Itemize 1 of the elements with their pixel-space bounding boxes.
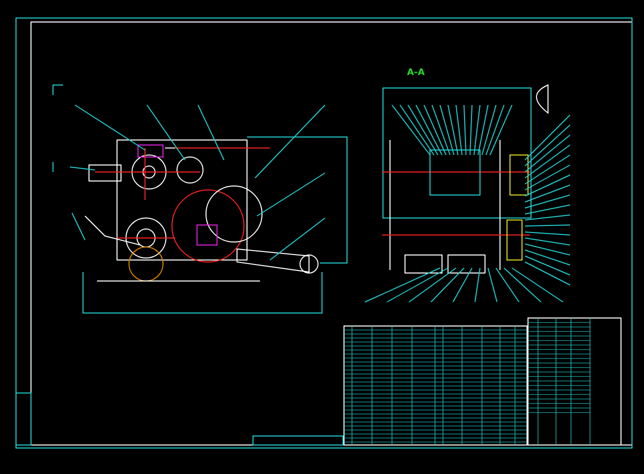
section-label: A-A <box>407 68 425 78</box>
